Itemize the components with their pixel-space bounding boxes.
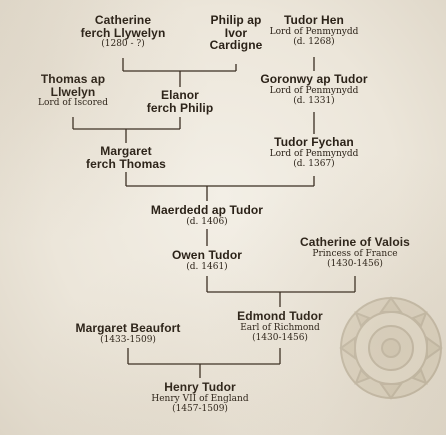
person-edmond-tudor: Edmond Tudor Earl of Richmond (1430-1456… — [210, 310, 350, 343]
person-goronwy-ap-tudor: Goronwy ap Tudor Lord of Penmynydd (d. 1… — [244, 73, 384, 106]
person-name: ferch Llywelyn — [80, 25, 166, 40]
person-philip-ap-ivor-cardigne: Philip ap Ivor Cardigne — [166, 14, 306, 52]
person-tudor-hen: Tudor Hen Lord of Penmynydd (d. 1268) — [244, 14, 384, 47]
person-name: Thomas ap — [40, 72, 106, 86]
person-thomas-ap-llwelyn: Thomas ap Llwelyn Lord of Iscored — [3, 73, 143, 109]
person-owen-tudor: Owen Tudor (d. 1461) — [137, 249, 277, 272]
person-margaret-beaufort: Margaret Beaufort (1433-1509) — [58, 322, 198, 345]
person-name: Llwelyn — [50, 84, 96, 99]
person-name: Henry Tudor — [164, 380, 236, 394]
person-dates: (1430-1456) — [327, 259, 383, 270]
person-title: Lord of Iscored — [38, 98, 108, 109]
person-name: Cardigne — [209, 38, 263, 53]
person-name: Goronwy ap Tudor — [260, 72, 368, 86]
person-name: Elanor — [161, 88, 199, 102]
person-dates: (d. 1461) — [186, 261, 228, 272]
person-name: Catherine — [94, 13, 152, 27]
person-elanor-ferch-philip: Elanor ferch Philip — [110, 89, 250, 114]
person-title: Lord of Penmynydd — [269, 26, 359, 37]
person-dates: (d. 1331) — [293, 96, 335, 107]
person-dates: (d. 1268) — [293, 37, 335, 48]
person-title: Lord of Penmynydd — [269, 148, 359, 159]
person-henry-tudor: Henry Tudor Henry VII of England (1457-1… — [130, 381, 270, 414]
person-name: Margaret — [100, 144, 152, 158]
person-title: Princess of France — [312, 248, 398, 259]
person-name: Philip ap — [210, 13, 262, 27]
person-dates: (1280 - ?) — [101, 39, 145, 50]
person-name: Maerdedd ap Tudor — [150, 203, 264, 217]
tudor-rose-icon — [339, 296, 443, 400]
person-name: Ivor — [224, 25, 248, 40]
person-name: ferch Thomas — [86, 156, 166, 171]
person-dates: (1457-1509) — [172, 404, 228, 415]
person-maerdedd-ap-tudor: Maerdedd ap Tudor (d. 1406) — [137, 204, 277, 227]
person-catherine-of-valois: Catherine of Valois Princess of France (… — [285, 236, 425, 269]
person-name: Owen Tudor — [171, 248, 243, 262]
person-tudor-fychan: Tudor Fychan Lord of Penmynydd (d. 1367) — [244, 136, 384, 169]
person-catherine-ferch-llywelyn: Catherine ferch Llywelyn (1280 - ?) — [53, 14, 193, 50]
person-name: Catherine of Valois — [300, 235, 410, 249]
person-name: Tudor Hen — [283, 13, 344, 27]
person-name: Tudor Fychan — [274, 135, 354, 149]
person-dates: (1430-1456) — [252, 333, 308, 344]
person-title: Earl of Richmond — [240, 322, 320, 333]
person-dates: (d. 1367) — [293, 159, 335, 170]
person-dates: (d. 1406) — [186, 216, 228, 227]
person-dates: (1433-1509) — [100, 334, 156, 345]
person-title: Henry VII of England — [151, 393, 249, 404]
person-title: Lord of Penmynydd — [269, 85, 359, 96]
person-name: Edmond Tudor — [237, 309, 323, 323]
person-margaret-ferch-thomas: Margaret ferch Thomas — [56, 145, 196, 170]
person-name: Margaret Beaufort — [75, 321, 181, 335]
person-name: ferch Philip — [146, 100, 214, 115]
